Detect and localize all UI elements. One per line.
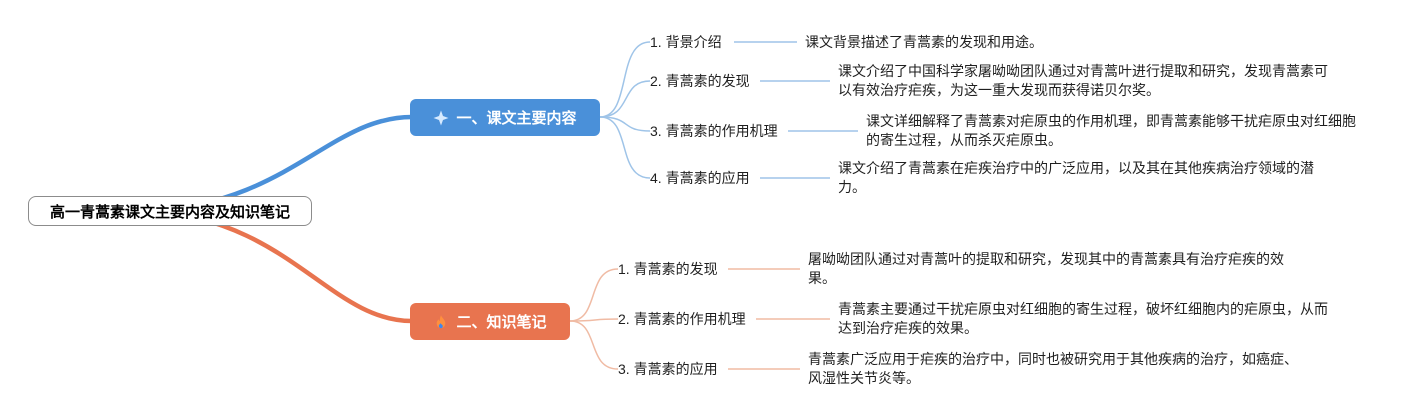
topic-label[interactable]: 1. 青蒿素的发现 <box>618 261 718 277</box>
topic-label[interactable]: 3. 青蒿素的应用 <box>618 361 718 377</box>
branch-curve-notes <box>147 208 415 324</box>
topic-note[interactable]: 课文介绍了青蒿素在疟疾治疗中的广泛应用，以及其在其他疾病治疗领域的潜力。 <box>838 160 1314 195</box>
sparkle-icon <box>433 110 449 126</box>
topic-note[interactable]: 课文详细解释了青蒿素对疟原虫的作用机理，即青蒿素能够干扰疟原虫对红细胞的寄生过程… <box>866 113 1356 148</box>
topic-note[interactable]: 青蒿素广泛应用于疟疾的治疗中，同时也被研究用于其他疾病的治疗，如癌症、风湿性关节… <box>808 351 1298 386</box>
connector <box>599 41 651 118</box>
connector <box>599 116 651 132</box>
topic-note[interactable]: 课文背景描述了青蒿素的发现和用途。 <box>805 34 1043 50</box>
connector <box>569 268 619 322</box>
branch-label: 一、课文主要内容 <box>456 110 577 127</box>
topic-note[interactable]: 屠呦呦团队通过对青蒿叶的提取和研究，发现其中的青蒿素具有治疗疟疾的效果。 <box>808 251 1284 286</box>
connector <box>569 320 619 370</box>
topic-label[interactable]: 2. 青蒿素的作用机理 <box>618 311 746 327</box>
connector <box>569 318 619 322</box>
topic-note[interactable]: 课文介绍了中国科学家屠呦呦团队通过对青蒿叶进行提取和研究，发现青蒿素可以有效治疗… <box>838 63 1328 98</box>
branch-label: 二、知识笔记 <box>456 314 547 331</box>
topic-label[interactable]: 4. 青蒿素的应用 <box>650 170 750 186</box>
connector <box>599 80 651 118</box>
branch-node-notes[interactable]: 二、知识笔记 <box>410 303 570 340</box>
branch-node-main-content[interactable]: 一、课文主要内容 <box>410 99 600 136</box>
topic-label[interactable]: 3. 青蒿素的作用机理 <box>650 123 778 139</box>
topic-note[interactable]: 青蒿素主要通过干扰疟原虫对红细胞的寄生过程，破坏红细胞内的疟原虫，从而达到治疗疟… <box>838 301 1328 336</box>
connector <box>599 116 651 179</box>
topic-label[interactable]: 1. 背景介绍 <box>650 34 722 50</box>
flame-icon <box>433 314 449 330</box>
root-node[interactable]: 高一青蒿素课文主要内容及知识笔记 <box>28 196 312 226</box>
topic-label[interactable]: 2. 青蒿素的发现 <box>650 73 750 89</box>
root-node-label: 高一青蒿素课文主要内容及知识笔记 <box>49 203 290 221</box>
